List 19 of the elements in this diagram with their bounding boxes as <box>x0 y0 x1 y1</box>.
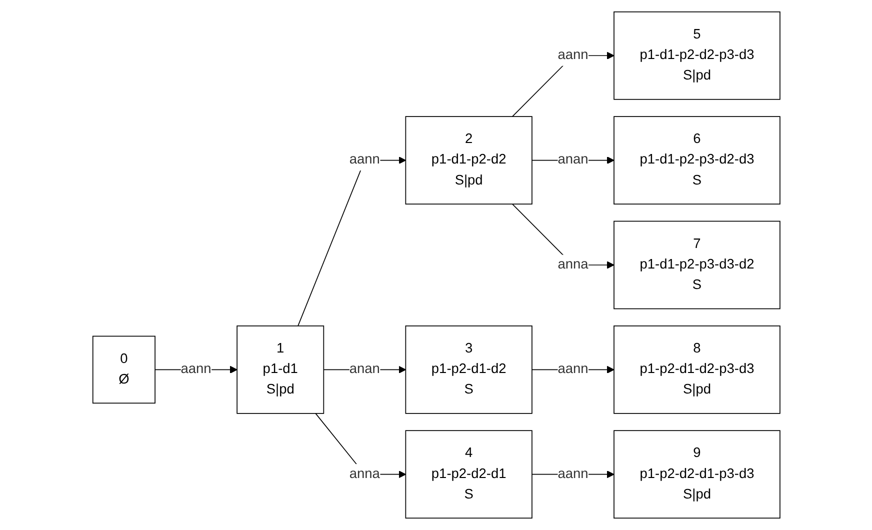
node-box: 9 p1-p2-d2-d1-p3-d3 S|pd <box>613 430 780 519</box>
node-box: 1 p1-d1 S|pd <box>236 325 324 414</box>
edge-label: aann <box>180 362 211 377</box>
node-box: 2 p1-d1-p2-d2 S|pd <box>404 116 532 204</box>
edge-label: anna <box>557 257 588 272</box>
node-box: 4 p1-p2-d2-d1 S <box>404 430 532 519</box>
edge-label: anan <box>557 152 588 168</box>
edge-label: aann <box>557 48 588 62</box>
edge-label: anna <box>348 466 380 482</box>
edge-label: aann <box>557 362 588 377</box>
node-box: 6 p1-d1-p2-p3-d2-d3 S <box>613 116 780 204</box>
node-box: 3 p1-p2-d1-d2 S <box>404 325 532 414</box>
edge-label: anan <box>348 362 380 377</box>
node-box: 8 p1-p2-d1-d2-p3-d3 S|pd <box>613 325 780 414</box>
edge-label: aann <box>348 152 380 168</box>
node-box: 5 p1-d1-p2-d2-p3-d3 S|pd <box>613 11 780 100</box>
edge-label: aann <box>557 466 588 482</box>
node-box: 7 p1-d1-p2-p3-d3-d2 S <box>613 220 780 310</box>
node-box: 0 Ø <box>92 336 156 404</box>
